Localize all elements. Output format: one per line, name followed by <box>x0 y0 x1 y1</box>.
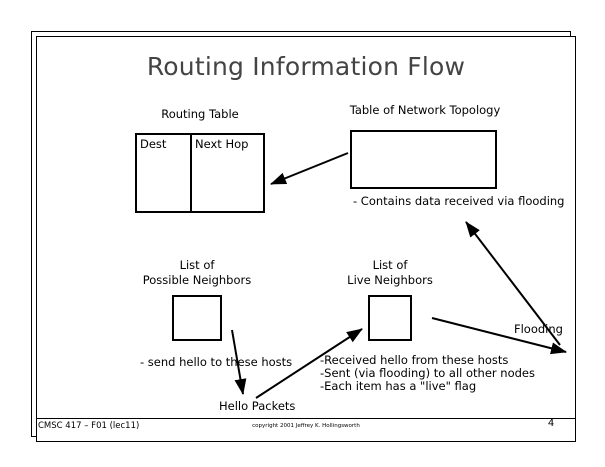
topology-table-box <box>350 130 497 189</box>
footer-copyright: copyright 2001 Jeffrey K. Hollingsworth <box>252 423 360 429</box>
live-neighbors-note-2: -Sent (via flooding) to all other nodes <box>320 366 535 380</box>
live-neighbors-caption-line1: List of <box>372 258 408 272</box>
footer-course-label: CMSC 417 – F01 (lec11) <box>38 421 140 431</box>
routing-table-box <box>135 133 265 213</box>
page-title: Routing Information Flow <box>146 52 466 81</box>
live-neighbors-box <box>368 295 412 341</box>
hello-packets-label: Hello Packets <box>219 399 296 413</box>
live-neighbors-note-1: -Received hello from these hosts <box>320 353 509 367</box>
flooding-label: Flooding <box>514 322 563 336</box>
routing-table-column-next-hop: Next Hop <box>195 137 249 151</box>
topology-table-caption: Table of Network Topology <box>349 103 501 117</box>
footer-divider <box>36 418 576 419</box>
possible-neighbors-note: - send hello to these hosts <box>140 355 293 369</box>
possible-neighbors-caption-line1: List of <box>179 258 215 272</box>
possible-neighbors-box <box>172 295 222 341</box>
footer-page-number: 4 <box>547 418 555 429</box>
live-neighbors-caption-line2: Live Neighbors <box>347 273 433 287</box>
live-neighbors-note-3: -Each item has a "live" flag <box>320 379 477 393</box>
slide-frame-inner <box>36 36 576 442</box>
routing-table-column-dest: Dest <box>140 137 167 151</box>
routing-table-divider <box>190 133 192 213</box>
topology-table-note: - Contains data received via flooding <box>353 194 565 208</box>
routing-table-caption: Routing Table <box>161 107 239 121</box>
possible-neighbors-caption-line2: Possible Neighbors <box>142 273 252 287</box>
